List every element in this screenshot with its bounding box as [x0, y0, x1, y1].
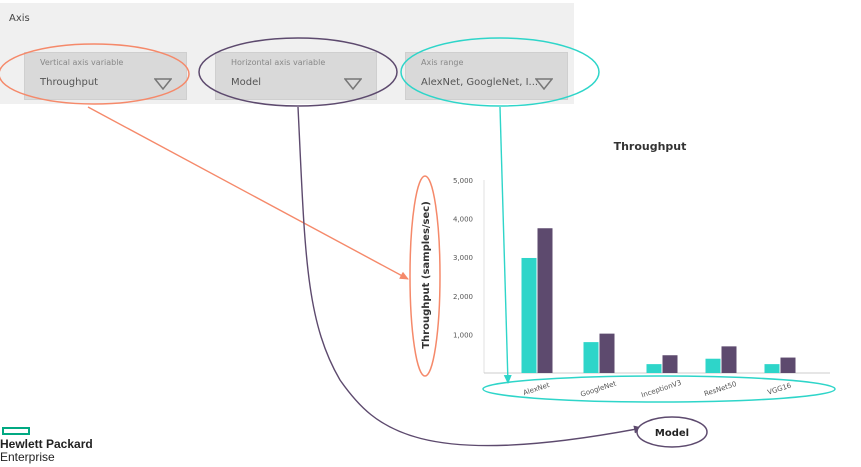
horizontal-axis-dropdown[interactable]: Horizontal axis variable Model: [215, 52, 377, 100]
bar-inceptionv3-series-1: [646, 364, 662, 373]
bar-vgg16-series-1: [764, 364, 780, 373]
x-tick-label: InceptionV3: [640, 379, 682, 400]
bar-googlenet-series-2: [599, 333, 615, 373]
horizontal-axis-highlight: [198, 37, 398, 107]
x-tick-label: GoogleNet: [580, 380, 618, 399]
y-tick-label: 3,000: [453, 254, 473, 262]
x-tick-label: AlexNet: [522, 381, 551, 397]
model-callout: [636, 416, 708, 448]
chevron-down-icon: [154, 78, 172, 90]
bar-vgg16-series-2: [780, 357, 796, 373]
bar-alexnet-series-1: [521, 257, 537, 373]
axis-panel-title: Axis: [9, 13, 30, 24]
y-tick-label: 1,000: [453, 331, 473, 339]
bar-resnet50-series-2: [721, 346, 737, 373]
horizontal-axis-value: Model: [231, 77, 262, 88]
vertical-axis-dropdown[interactable]: Vertical axis variable Throughput: [24, 52, 187, 100]
bar-inceptionv3-series-2: [662, 355, 678, 373]
y-axis-label: Throughput (samples/sec): [421, 201, 432, 349]
y-tick-label: 2,000: [453, 293, 473, 301]
bar-resnet50-series-1: [705, 358, 721, 373]
hpe-logo-icon: [2, 427, 30, 435]
vertical-axis-value: Throughput: [40, 77, 99, 88]
y-axis-label-highlight: [409, 175, 441, 377]
bar-alexnet-series-2: [537, 228, 553, 373]
vertical-axis-connector: [87, 106, 409, 280]
axis-range-value: AlexNet, GoogleNet, I...: [421, 77, 539, 88]
x-tick-label: VGG16: [766, 381, 792, 396]
horizontal-axis-connector: [297, 106, 643, 447]
y-tick-label: 5,000: [453, 177, 473, 185]
axis-range-dropdown[interactable]: Axis range AlexNet, GoogleNet, I...: [405, 52, 568, 100]
chart-title: Throughput: [614, 140, 687, 153]
x-axis-ticks-highlight: [482, 375, 836, 403]
horizontal-axis-label: Horizontal axis variable: [231, 58, 326, 67]
vertical-axis-highlight: [0, 43, 190, 105]
bar-googlenet-series-1: [583, 342, 599, 373]
chevron-down-icon: [535, 78, 553, 90]
logo-company-sub: Enterprise: [0, 450, 55, 464]
logo-company-name: Hewlett Packard: [0, 437, 93, 451]
axis-range-label: Axis range: [421, 58, 464, 67]
axis-range-highlight: [400, 37, 600, 107]
axis-panel: Axis Vertical axis variable Throughput H…: [0, 3, 574, 104]
chevron-down-icon: [344, 78, 362, 90]
model-callout-label: Model: [655, 428, 689, 439]
x-tick-label: ResNet50: [703, 380, 738, 398]
vertical-axis-label: Vertical axis variable: [40, 58, 124, 67]
y-tick-label: 4,000: [453, 216, 473, 224]
axis-range-connector: [499, 106, 512, 384]
